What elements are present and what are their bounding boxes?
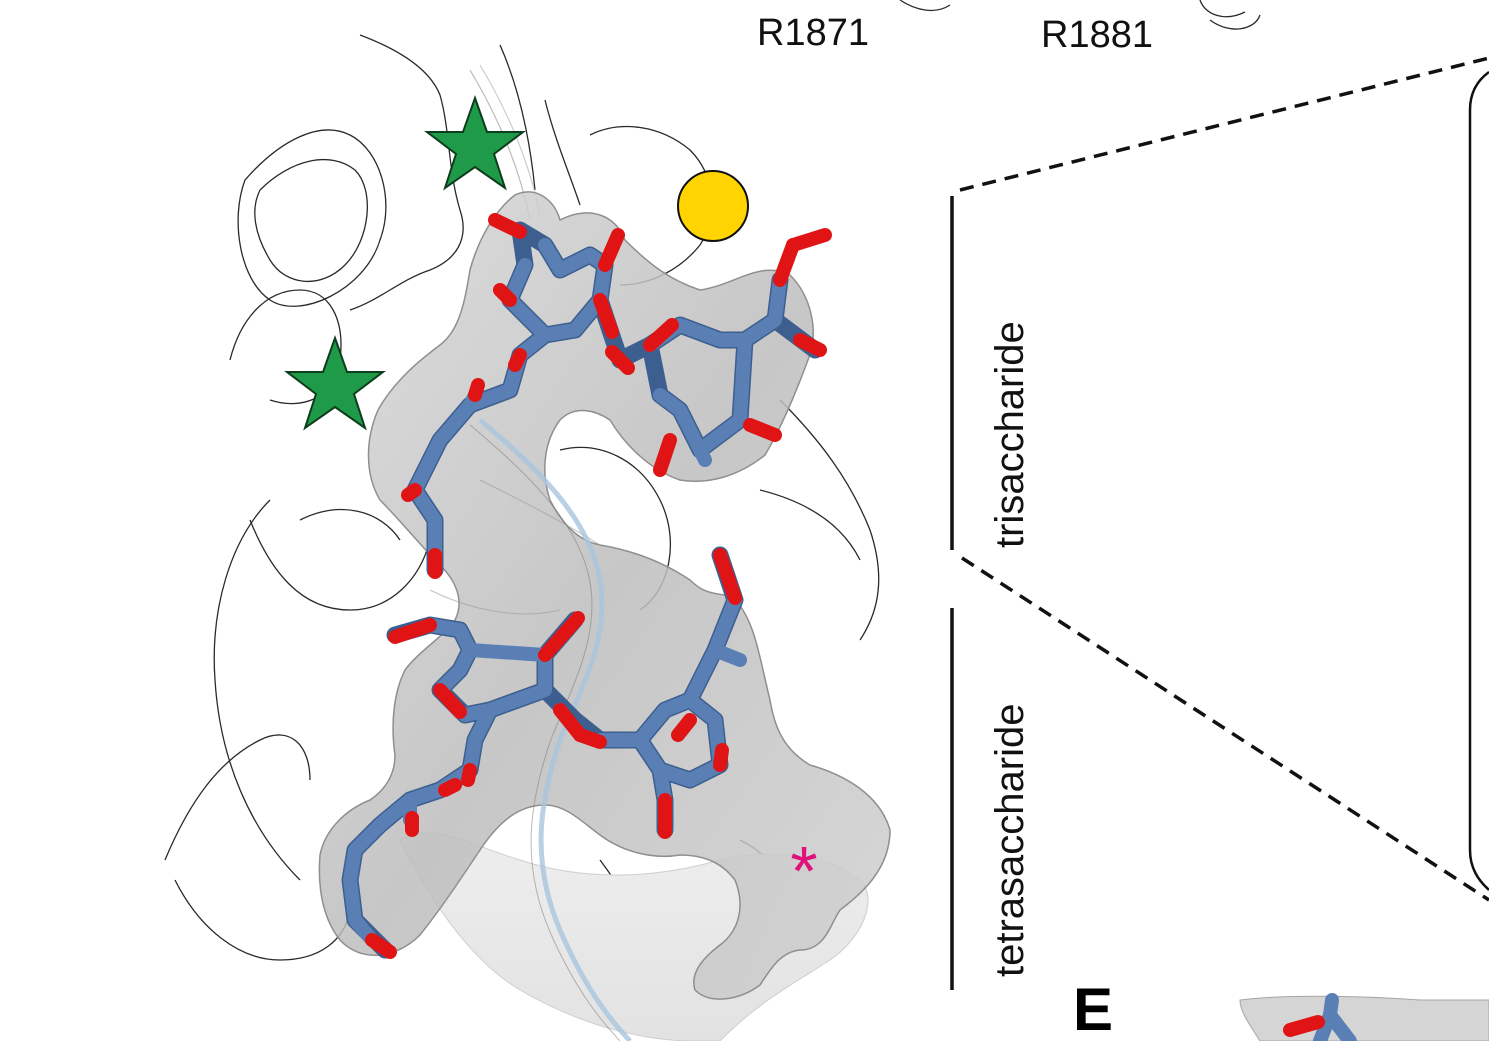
residue-label-r1881: R1881 xyxy=(1041,14,1153,56)
star-icon xyxy=(284,334,386,431)
inset-panel-border xyxy=(1468,70,1489,891)
tetrasaccharide-sticks xyxy=(341,546,747,959)
zoom-callout-line-top xyxy=(959,56,1489,192)
tetrasaccharide-label: tetrasaccharide xyxy=(988,704,1032,977)
backbone-strand xyxy=(478,418,632,1041)
residue-label-r1871: R1871 xyxy=(757,12,869,54)
trisaccharide-label: trisaccharide xyxy=(988,321,1032,548)
zoom-callout-line-bottom xyxy=(961,556,1489,902)
trisaccharide-sticks xyxy=(401,213,832,579)
panel-letter: E xyxy=(1073,976,1113,1041)
next-panel-fragment xyxy=(1239,993,1489,1041)
asterisk-icon: * xyxy=(790,832,817,910)
circle-icon xyxy=(677,170,749,242)
star-icon xyxy=(424,94,526,191)
